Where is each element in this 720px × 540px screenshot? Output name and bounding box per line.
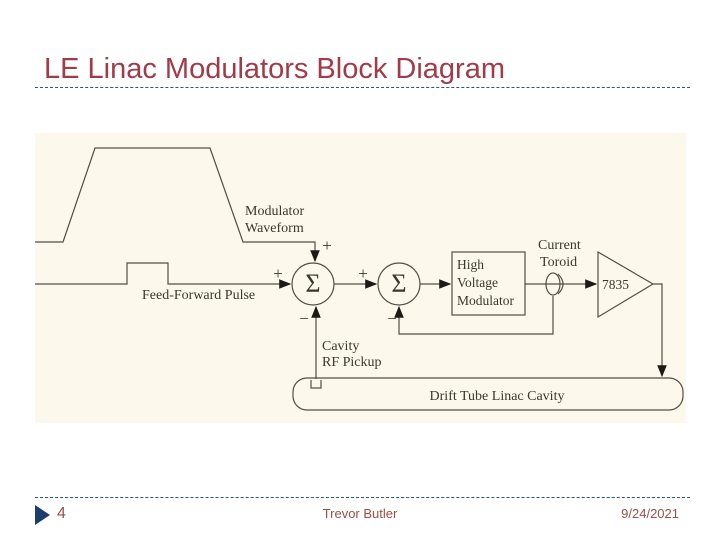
feed-forward-pulse-label: Feed-Forward Pulse [142, 288, 255, 303]
hvm-label-line1: High [457, 257, 484, 272]
page-title: LE Linac Modulators Block Diagram [44, 53, 505, 85]
modulator-waveform-trace [35, 147, 320, 263]
modulator-waveform-label-line1: Modulator [245, 204, 304, 219]
plus-sign-waveform-input: + [322, 236, 332, 255]
current-toroid-label-line2: Toroid [540, 255, 577, 270]
amplifier-7835-label: 7835 [602, 277, 629, 292]
block-diagram: Σ Σ + + + − − Modulator Waveform Feed-Fo… [35, 147, 684, 411]
amplifier-to-cavity-line [653, 283, 667, 378]
plus-sign-pulse-input: + [273, 264, 283, 283]
hvm-label-line2: Voltage [457, 275, 498, 290]
minus-sign-junction2-input: − [387, 309, 397, 328]
plus-sign-junction2-input: + [358, 264, 368, 283]
current-toroid-symbol [545, 272, 561, 296]
dtl-cavity-box [292, 377, 684, 411]
cavity-pickup-probe [310, 380, 322, 389]
footer-date: 9/24/2021 [621, 506, 679, 521]
modulator-waveform-label-line2: Waveform [245, 221, 304, 236]
title-dashed-divider [35, 87, 690, 88]
slide-number: 4 [57, 505, 66, 522]
feed-forward-pulse-trace [35, 262, 292, 289]
block-diagram-panel: Σ Σ + + + − − Modulator Waveform Feed-Fo… [35, 133, 686, 423]
toroid-feedback-line [394, 296, 554, 335]
summing-junction-2-sigma: Σ [391, 269, 406, 298]
cavity-rf-pickup-label-line2: RF Pickup [322, 355, 382, 370]
current-toroid-arc [557, 273, 564, 295]
hvm-label-line3: Modulator [457, 293, 514, 308]
amplifier-7835-triangle [597, 250, 655, 319]
current-toroid-label-line1: Current [538, 238, 581, 253]
summing-junction-1-sigma: Σ [305, 269, 320, 298]
dtl-cavity-label: Drift Tube Linac Cavity [430, 389, 565, 404]
footer-author: Trevor Butler [322, 506, 398, 521]
footer-arrow-icon [35, 505, 50, 525]
minus-sign-junction1-input: − [299, 309, 309, 328]
footer-dashed-divider [35, 497, 690, 498]
cavity-rf-pickup-label-line1: Cavity [322, 339, 359, 354]
